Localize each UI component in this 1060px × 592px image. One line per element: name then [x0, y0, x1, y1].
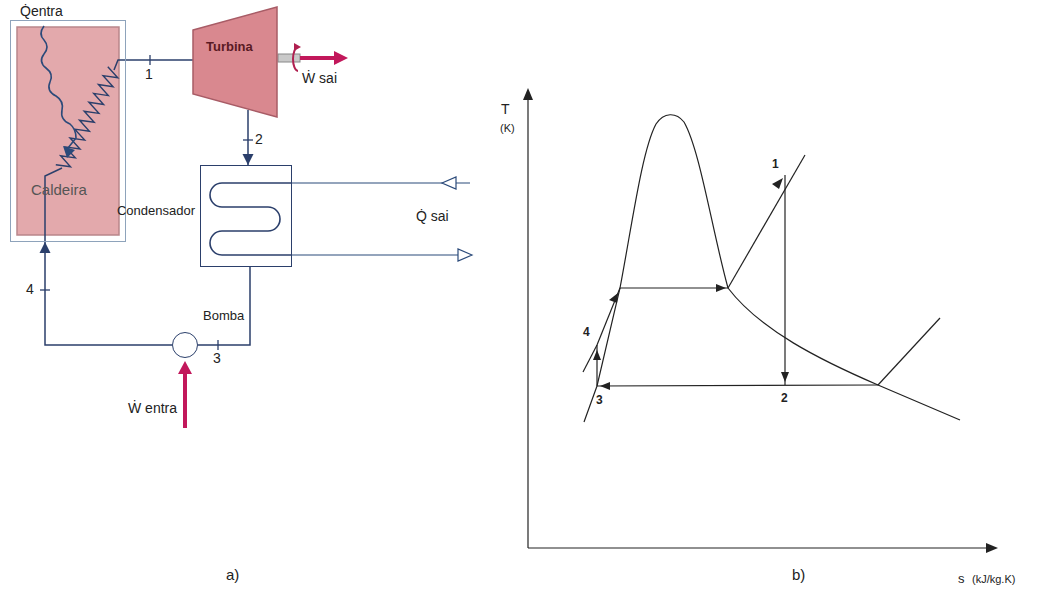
axis-label: s	[958, 572, 965, 587]
pump-circle: Bomba	[172, 332, 198, 358]
pipe-connector	[126, 55, 193, 65]
state-number: 3	[213, 350, 221, 366]
water-in-head	[442, 177, 456, 189]
state-number: 2	[255, 131, 263, 147]
panel-label: a)	[226, 566, 239, 583]
steam-pipe	[114, 60, 126, 70]
work-out-arrow	[300, 56, 336, 60]
node-label: Condensador	[117, 204, 195, 219]
work-in-label: Ẇ entra	[128, 400, 177, 416]
ts-arrowheads	[523, 88, 998, 553]
axis-unit: (kJ/kg.K)	[972, 573, 1015, 586]
pipe-connector	[40, 242, 173, 345]
pipe-connector	[198, 267, 250, 350]
water-out-line	[292, 254, 462, 255]
state-point: 1	[772, 158, 779, 172]
node-label: Bomba	[203, 309, 244, 324]
boiler-box: Caldeira	[10, 20, 126, 242]
state-number: 4	[26, 281, 34, 297]
rotation-head	[294, 43, 301, 51]
state-point: 2	[781, 392, 788, 406]
state-point: 4	[583, 326, 590, 340]
work-out-label: Ẇ sai	[302, 70, 337, 86]
shaft	[278, 54, 300, 62]
water-out-head	[458, 249, 472, 261]
heat-in-head	[63, 146, 75, 158]
rotation-symbol	[293, 47, 298, 71]
work-in-arrow	[183, 372, 187, 428]
axis-unit: (K)	[500, 122, 515, 135]
heat-in-arrow	[41, 26, 76, 148]
work-in-head	[178, 361, 192, 374]
turbine-outline	[192, 6, 278, 118]
node-label: Turbina	[206, 40, 253, 55]
panel-label: b)	[792, 566, 805, 583]
ts-diagram	[528, 96, 990, 548]
heat-out-label: Q̇ sai	[416, 208, 449, 224]
pipe-connector	[243, 110, 254, 165]
heat-in-label: Q̇entra	[20, 3, 63, 19]
boiler-fill	[17, 27, 119, 235]
node-label: Caldeira	[31, 181, 87, 198]
condenser-box: Condensador	[200, 165, 292, 267]
coil-winding	[56, 67, 118, 167]
condenser-coil	[210, 183, 292, 255]
state-point: 3	[596, 394, 603, 408]
boiler-coil	[56, 67, 118, 167]
turbine: Turbina	[192, 6, 278, 118]
state-number: 1	[145, 66, 153, 82]
work-out-head	[334, 51, 348, 65]
axis-label: T	[501, 101, 510, 117]
feed-pipe	[45, 168, 62, 242]
